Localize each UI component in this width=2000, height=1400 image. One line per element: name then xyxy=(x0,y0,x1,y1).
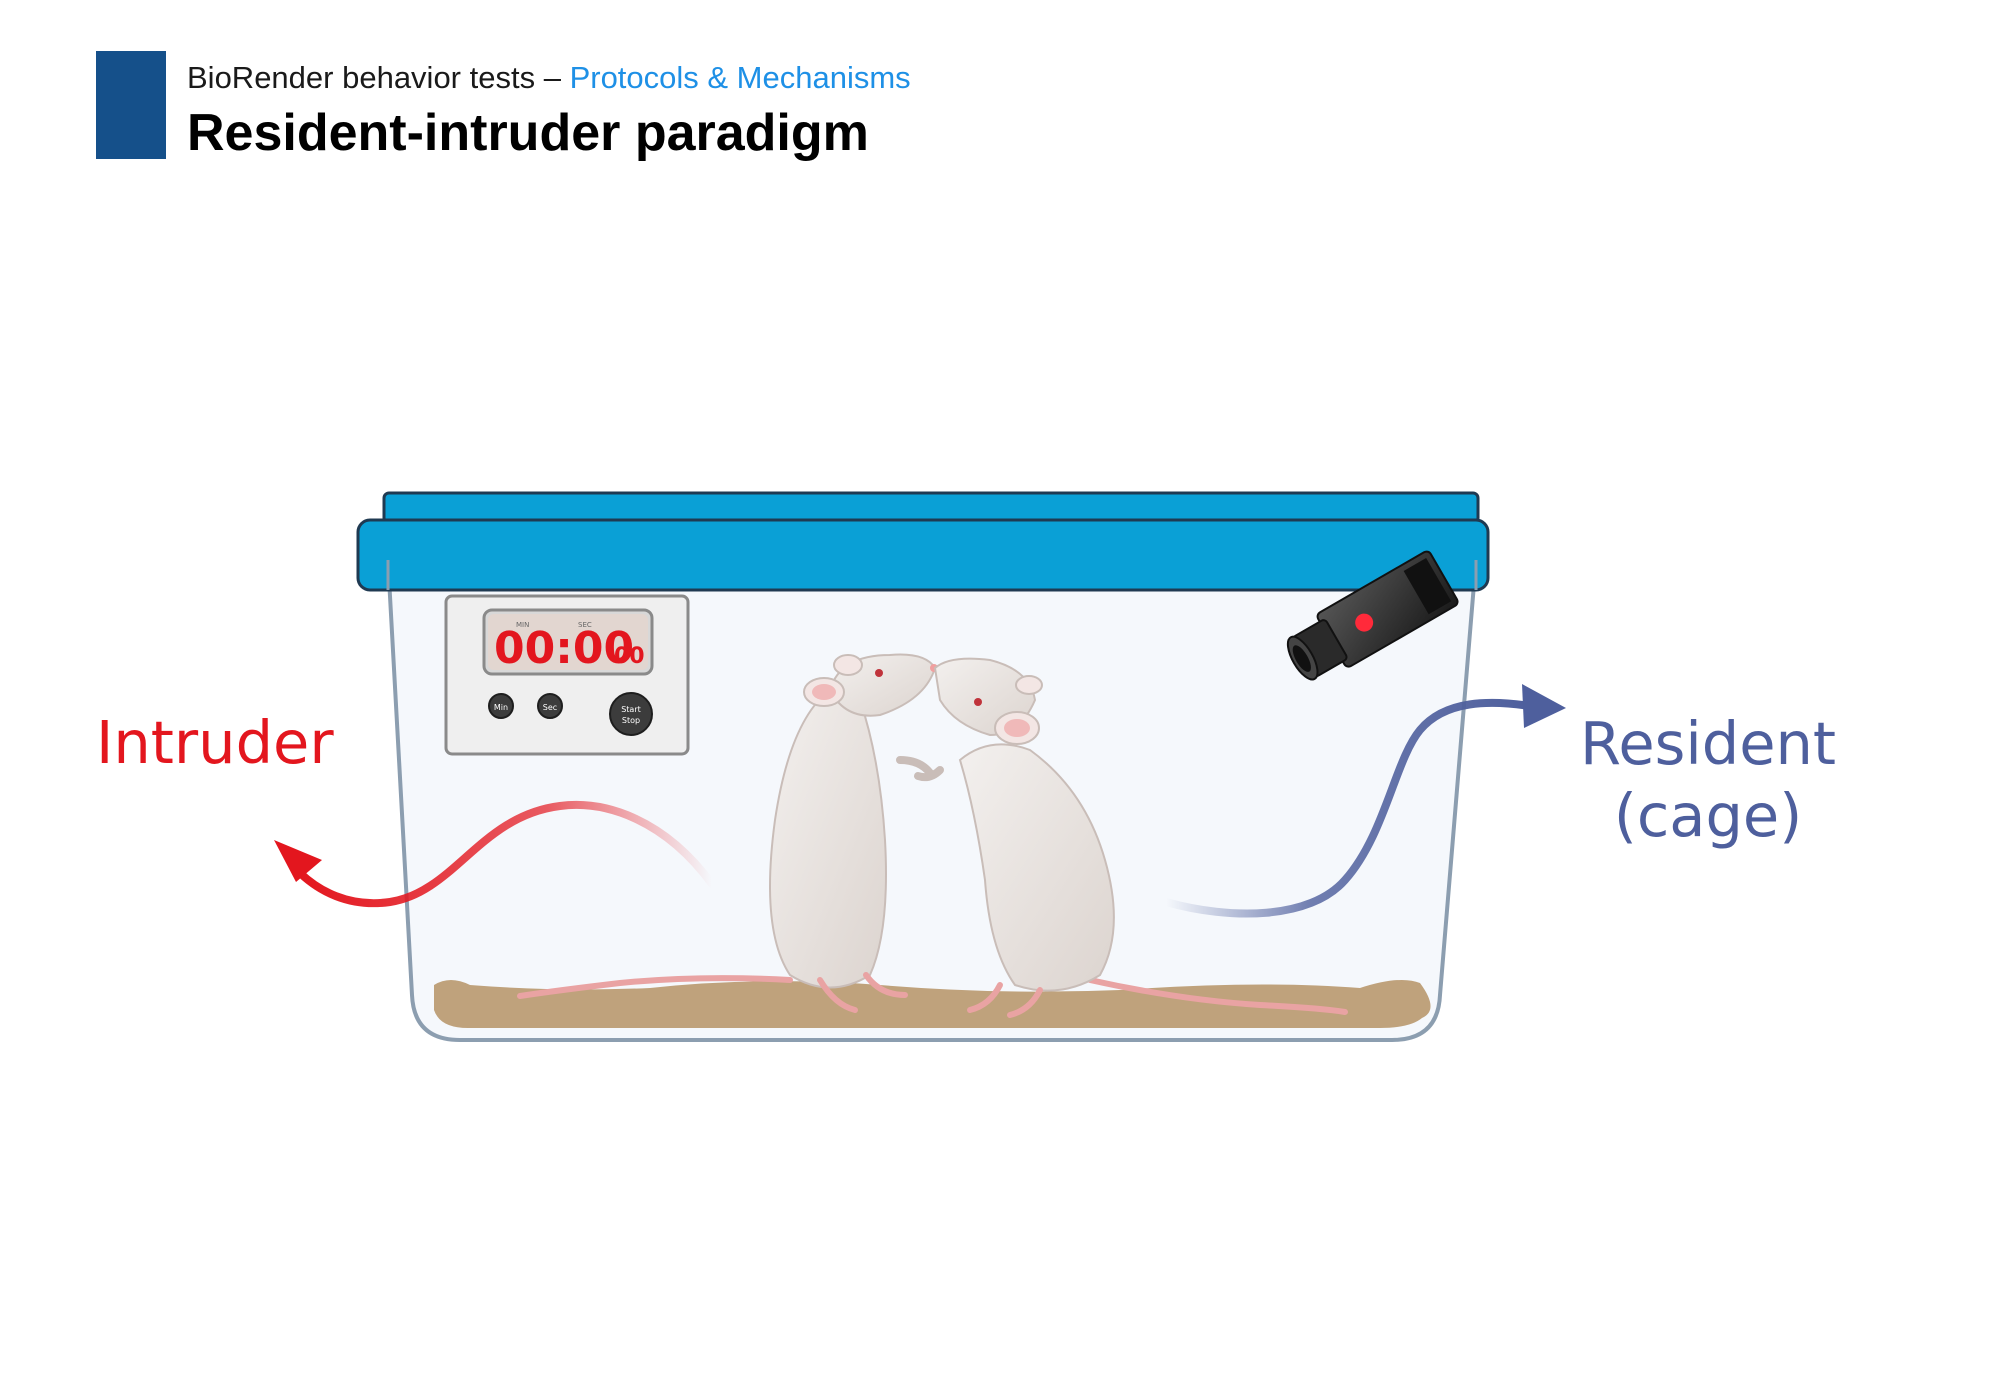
header-accent-bar xyxy=(96,51,166,159)
cage-lid xyxy=(356,491,1490,592)
timer-display: 00:00 xyxy=(494,623,634,674)
resident-label-line2: (cage) xyxy=(1613,781,1803,850)
intruder-label: Intruder xyxy=(96,708,334,777)
resident-arrow-icon xyxy=(1162,684,1566,918)
protocols-link[interactable]: Protocols & Mechanisms xyxy=(569,60,911,95)
resident-label: Resident (cage) xyxy=(1580,708,1836,852)
timer-min-label: MIN xyxy=(516,621,529,629)
timer-stop-button: Stop xyxy=(622,716,640,725)
timer-min-button: Min xyxy=(494,703,508,712)
timer-sec-label: SEC xyxy=(578,621,592,629)
video-camera-icon xyxy=(1286,550,1459,681)
timer-sec-button: Sec xyxy=(543,703,557,712)
page-title: Resident-intruder paradigm xyxy=(187,104,869,162)
kicker-text: BioRender behavior tests xyxy=(187,60,536,95)
intruder-arrow-icon xyxy=(274,801,716,908)
stopwatch-icon: MIN SEC 00:00 00 Min Sec Start Stop xyxy=(444,594,690,756)
timer-start-button: Start xyxy=(621,705,641,714)
header-kicker: BioRender behavior tests – Protocols & M… xyxy=(187,60,911,96)
timer-display-hundredths: 00 xyxy=(614,644,645,669)
intruder-rat-icon xyxy=(517,653,938,1013)
resident-label-line1: Resident xyxy=(1580,709,1837,778)
bedding xyxy=(434,979,1431,1028)
kicker-separator: – xyxy=(535,60,570,95)
resident-rat-icon xyxy=(914,657,1348,1018)
